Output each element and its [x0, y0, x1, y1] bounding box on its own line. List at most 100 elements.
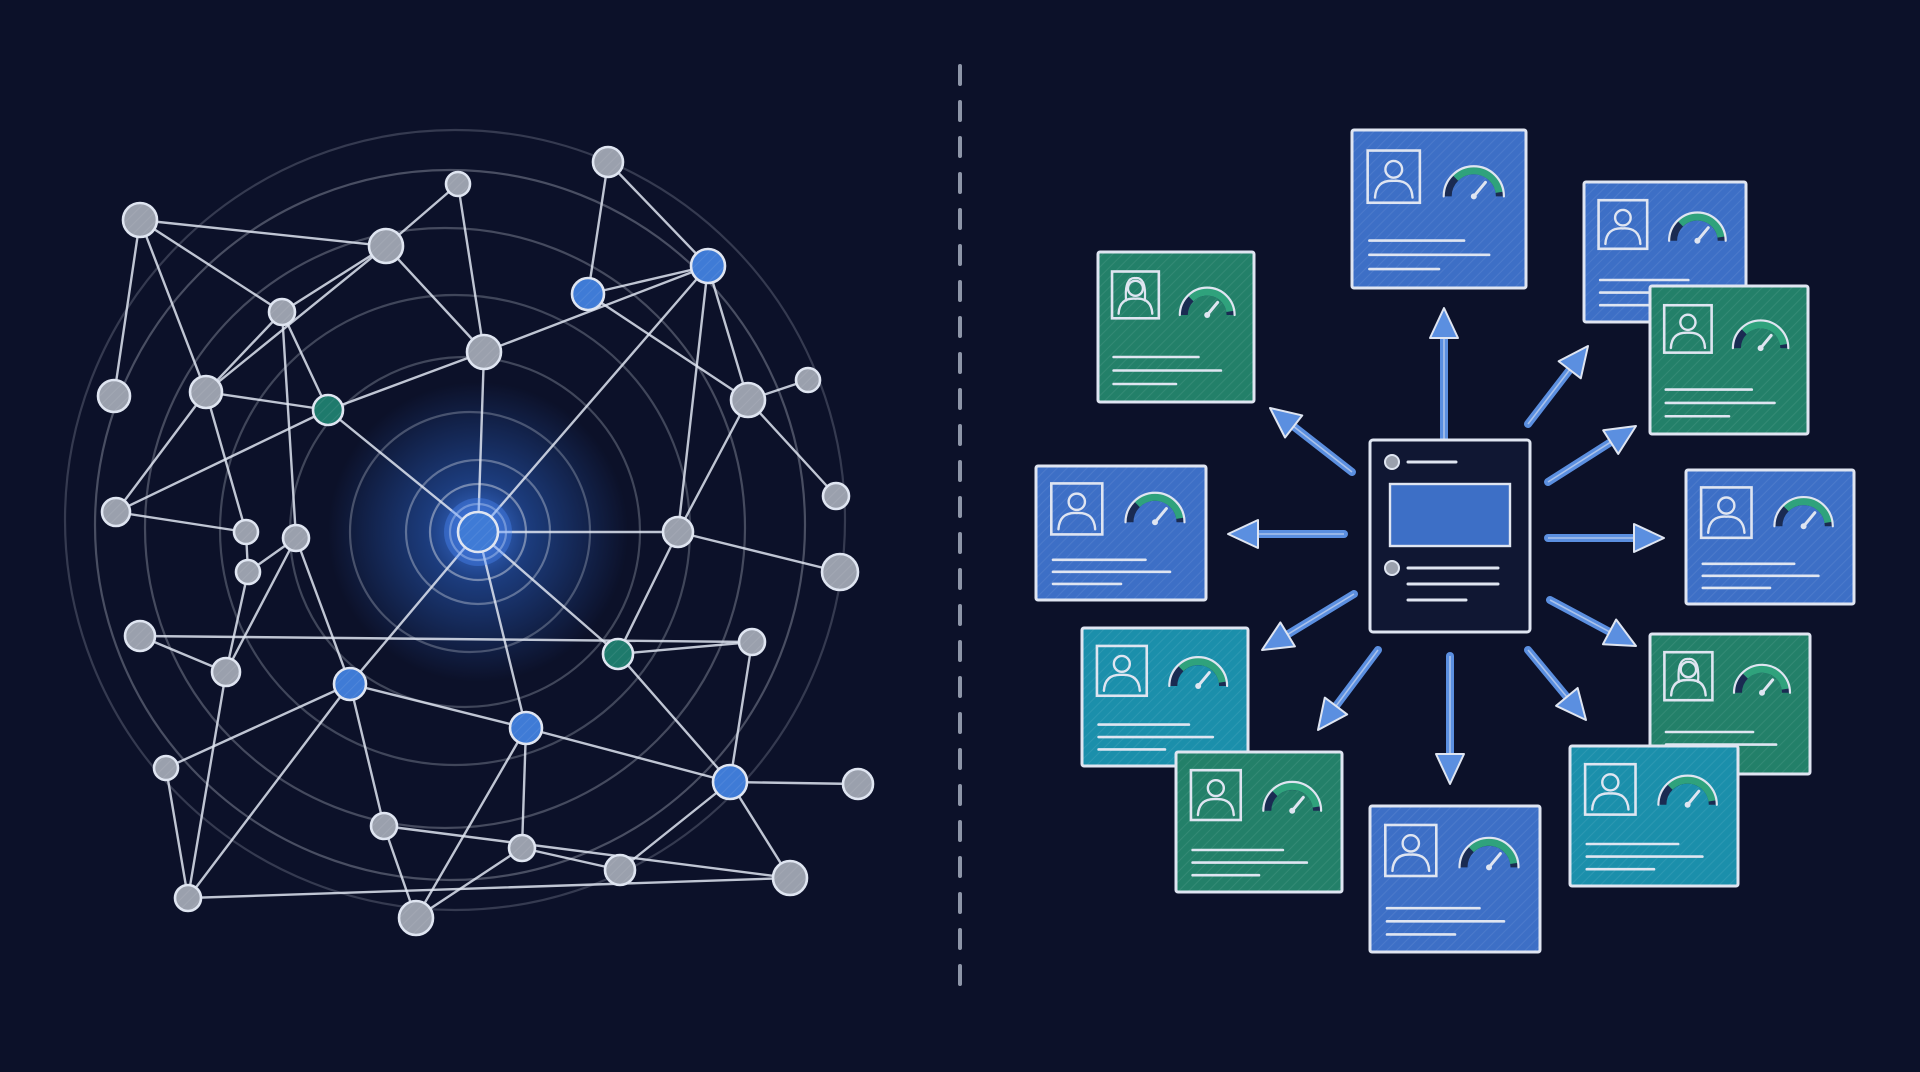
person-icon [1583, 762, 1637, 816]
profile-card-bottom-left [1174, 750, 1344, 894]
gauge-icon [1732, 663, 1792, 696]
node-dd [369, 811, 399, 841]
profile-card-bottom [1368, 804, 1542, 954]
edge-f-i [280, 310, 330, 412]
edge-h-i [204, 390, 330, 412]
profile-card-upper-left [1096, 250, 1256, 404]
node-ff [173, 883, 203, 913]
node-e [367, 227, 405, 265]
arrow-upper-right-2-icon [1544, 425, 1637, 486]
broadcast-panel [1034, 128, 1856, 954]
arrow-left-icon [1227, 519, 1348, 549]
ring-7 [93, 168, 807, 882]
feed-window [1368, 438, 1532, 634]
edge-r-t [224, 570, 250, 674]
person-icon [1662, 303, 1713, 354]
edge-i-j [326, 350, 486, 412]
graph-edges [112, 160, 860, 920]
edge-hub-z [476, 530, 528, 730]
edge-e-f [280, 244, 388, 314]
edge-d-i [114, 408, 330, 514]
edge-x-v [138, 634, 754, 644]
edge-s-w [616, 530, 680, 656]
node-gg [397, 899, 435, 937]
arrow-bottom-icon [1435, 652, 1465, 785]
node-j [465, 333, 503, 371]
edge-e-j [384, 244, 486, 354]
arrow-lower-right-1-icon [1524, 646, 1587, 721]
network-graph-panel [63, 128, 875, 937]
gauge-icon [1168, 656, 1229, 689]
node-c [591, 145, 625, 179]
edge-z-bb [524, 726, 732, 784]
node-hh [603, 853, 637, 887]
edge-bb-ii [728, 780, 792, 880]
person-icon [1699, 486, 1753, 540]
edge-s-u [676, 530, 842, 574]
edge-x-bb [728, 640, 754, 784]
ring-8 [63, 128, 847, 912]
edge-w-bb [616, 652, 732, 784]
profile-card-top [1350, 128, 1528, 290]
person-icon [1110, 270, 1161, 320]
edge-b-j [456, 182, 486, 354]
node-aa [152, 754, 180, 782]
hub-node [444, 498, 512, 566]
person-icon [1366, 149, 1422, 205]
node-w [601, 637, 635, 671]
edge-m-o [746, 398, 838, 498]
edge-l-m [706, 264, 750, 402]
feed-image [1388, 482, 1512, 548]
node-bb [711, 763, 749, 801]
gauge-icon [1442, 165, 1505, 200]
person-icon [1095, 644, 1149, 698]
arrow-lower-left-2-icon [1317, 646, 1382, 731]
feed-dot-bottom [1384, 560, 1400, 576]
edge-h-d [114, 390, 208, 514]
gauge-icon [1731, 319, 1790, 352]
node-z [508, 710, 544, 746]
node-v [123, 619, 157, 653]
edge-t-ff [186, 670, 228, 900]
node-q [281, 523, 311, 553]
profile-cards [1034, 128, 1856, 954]
arrow-upper-left-icon [1269, 407, 1356, 476]
node-t [210, 656, 242, 688]
node-n [794, 366, 822, 394]
edge-a-g [112, 218, 142, 398]
person-icon [1050, 482, 1104, 536]
edge-ee-gg [414, 846, 524, 920]
node-o [821, 481, 851, 511]
profile-card-upper-right-front [1648, 284, 1810, 436]
gauge-icon [1458, 836, 1520, 871]
edge-d-p [114, 510, 248, 534]
arrow-right-icon [1544, 523, 1665, 553]
profile-card-right [1684, 468, 1856, 606]
arrow-upper-right-1-icon [1524, 345, 1589, 428]
edge-a-f [138, 218, 284, 314]
edge-hub-y [348, 530, 480, 686]
node-f [267, 297, 297, 327]
person-icon [1384, 823, 1438, 878]
edge-k-m [586, 292, 750, 402]
edge-w-x [616, 640, 754, 656]
edge-l-s [676, 264, 710, 534]
edge-bb-hh [618, 780, 732, 872]
edge-dd-ii [382, 824, 792, 880]
node-cc [841, 767, 875, 801]
edge-z-ee [520, 726, 528, 850]
node-l [689, 247, 727, 285]
person-icon [1663, 650, 1714, 702]
ring-6 [143, 226, 747, 830]
profile-card-bottom-right [1568, 744, 1740, 888]
edge-aa-ff [164, 766, 190, 900]
node-k [570, 276, 606, 312]
feed-dot-top [1384, 454, 1400, 470]
edge-j-hub [476, 350, 486, 534]
edge-ee-hh [520, 846, 622, 872]
edge-q-t [224, 536, 298, 674]
concentric-rings [63, 128, 847, 912]
node-i [311, 393, 345, 427]
gauge-icon [1124, 491, 1186, 526]
